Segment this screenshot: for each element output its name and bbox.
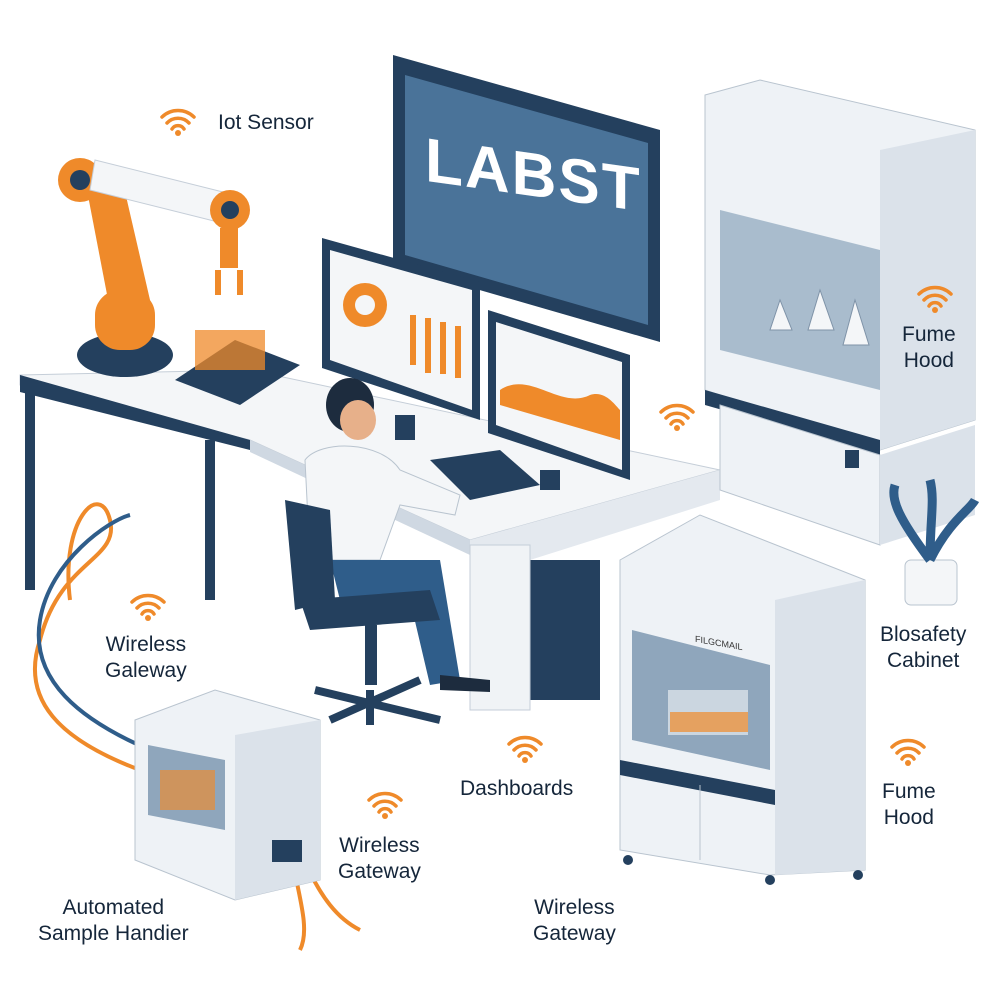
label-line: Gateway (338, 860, 421, 883)
label-line: Blosafety (880, 623, 967, 646)
label-line: Wireless (339, 834, 420, 857)
blue-cable (36, 513, 151, 752)
robot-arm (58, 158, 300, 405)
main-monitor (393, 55, 660, 342)
automated-sample-handler (134, 689, 321, 901)
wifi-icon (367, 791, 403, 819)
label-line: Gateway (533, 922, 616, 945)
biosafety-cabinet (619, 514, 866, 885)
label-line: Hood (903, 349, 954, 372)
label-dashboards: Dashboards (460, 777, 574, 800)
label-line: Wireless (105, 633, 187, 656)
keyboard (430, 450, 540, 500)
wifi-icon (890, 738, 926, 766)
dashboard-monitor-right (488, 310, 630, 490)
wifi-icon (659, 403, 695, 431)
wifi-icon (130, 593, 166, 621)
label-line: Cabinet (887, 649, 960, 672)
label-line: Hood (883, 806, 934, 829)
wifi-icon (160, 108, 196, 136)
potted-plant (889, 478, 980, 606)
label-line: Galeway (105, 659, 187, 682)
label-line: Sample Handier (38, 922, 189, 945)
label-line: Fume (882, 780, 936, 803)
dashboard-monitor-left (322, 238, 480, 440)
label-line: Automated (62, 896, 165, 919)
label-iot-sensor: Iot Sensor (218, 111, 314, 134)
desk (19, 369, 721, 711)
label-line: Wireless (534, 896, 615, 919)
wifi-icon (917, 285, 953, 313)
person-at-desk (285, 378, 490, 725)
label-line: Fume (902, 323, 956, 346)
wifi-icon (507, 735, 543, 763)
orange-cable (33, 502, 141, 772)
